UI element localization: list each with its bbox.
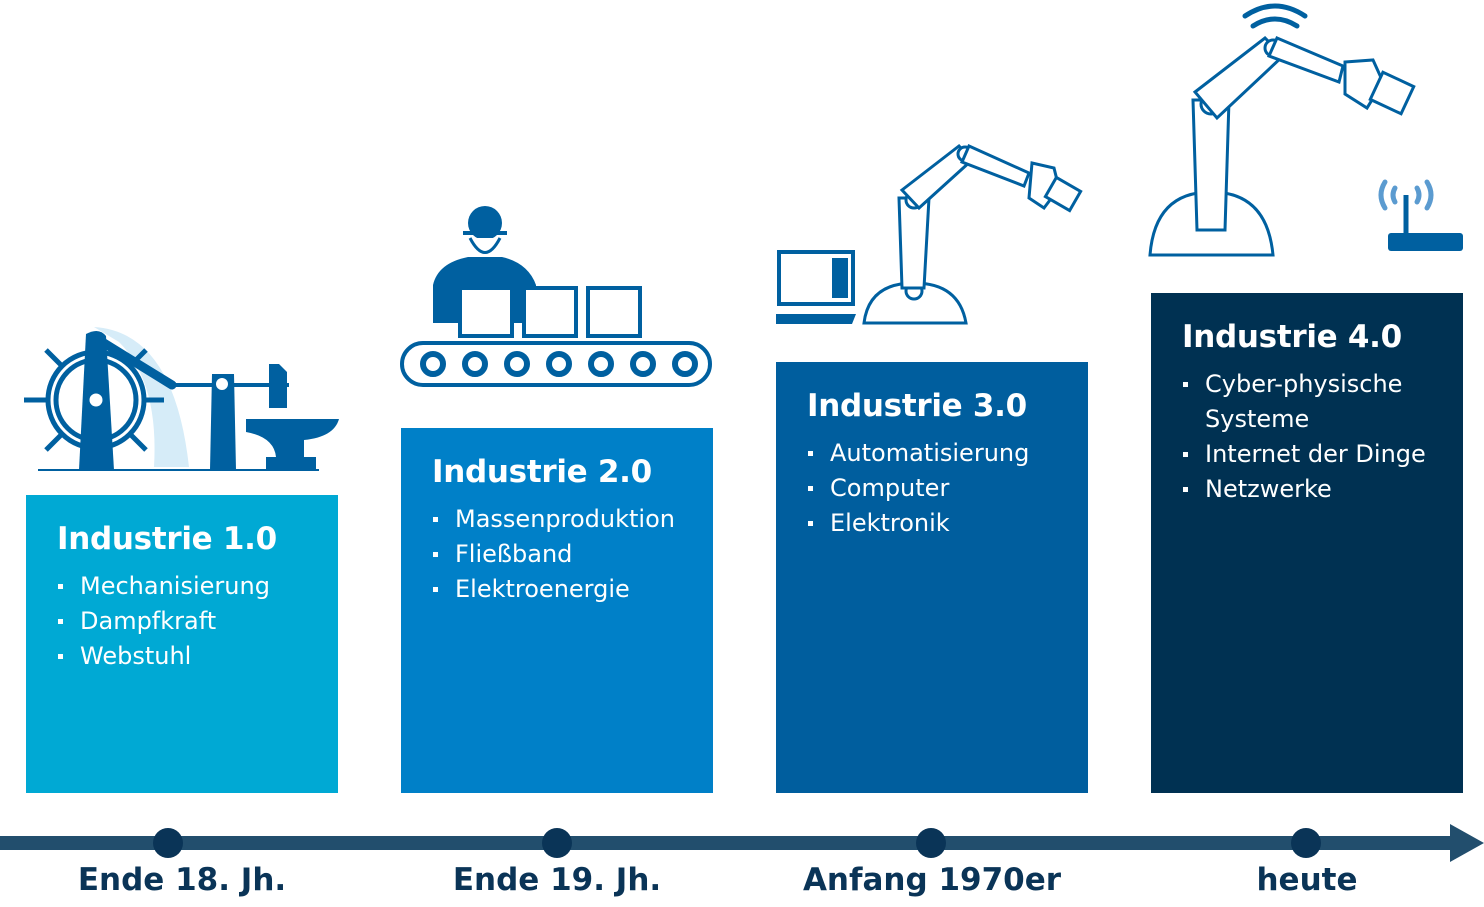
list-item: Elektronik <box>807 506 1088 541</box>
timeline-label: Ende 18. Jh. <box>77 862 287 898</box>
timeline-arrow-icon <box>1450 824 1484 862</box>
list-item: Dampfkraft <box>57 604 338 639</box>
list-item: Computer <box>807 471 1088 506</box>
list-item: Elektroenergie <box>432 572 713 607</box>
steam-engine-icon <box>24 327 339 471</box>
computer-robot-arm-icon <box>776 143 1083 325</box>
list-item: Fließband <box>432 537 713 572</box>
timeline-line <box>0 836 1455 850</box>
timeline-label: Anfang 1970er <box>802 862 1062 898</box>
era-list: Massenproduktion Fließband Elektroenergi… <box>432 502 713 607</box>
era-box-industrie-2: Industrie 2.0 Massenproduktion Fließband… <box>401 428 713 793</box>
assembly-line-icon <box>400 206 712 387</box>
list-item: Massenproduktion <box>432 502 713 537</box>
list-item: Cyber-physische Systeme <box>1182 367 1432 437</box>
list-item: Automatisierung <box>807 436 1088 471</box>
connected-robot-arm-icon <box>1148 3 1463 257</box>
list-item: Webstuhl <box>57 639 338 674</box>
timeline-dot <box>1291 828 1321 858</box>
list-item: Internet der Dinge <box>1182 437 1432 472</box>
list-item: Mechanisierung <box>57 569 338 604</box>
era-box-industrie-1: Industrie 1.0 Mechanisierung Dampfkraft … <box>26 495 338 793</box>
era-list: Cyber-physische Systeme Internet der Din… <box>1182 367 1432 507</box>
era-list: Automatisierung Computer Elektronik <box>807 436 1088 541</box>
timeline-label: Ende 19. Jh. <box>452 862 662 898</box>
timeline-dot <box>542 828 572 858</box>
era-box-industrie-3: Industrie 3.0 Automatisierung Computer E… <box>776 362 1088 793</box>
timeline-label: heute <box>1256 862 1358 898</box>
era-title: Industrie 4.0 <box>1182 319 1402 355</box>
era-box-industrie-4: Industrie 4.0 Cyber-physische Systeme In… <box>1151 293 1463 793</box>
era-title: Industrie 2.0 <box>432 454 652 490</box>
era-list: Mechanisierung Dampfkraft Webstuhl <box>57 569 338 674</box>
era-title: Industrie 1.0 <box>57 521 277 557</box>
timeline-dot <box>916 828 946 858</box>
timeline-dot <box>153 828 183 858</box>
era-title: Industrie 3.0 <box>807 388 1027 424</box>
list-item: Netzwerke <box>1182 472 1432 507</box>
